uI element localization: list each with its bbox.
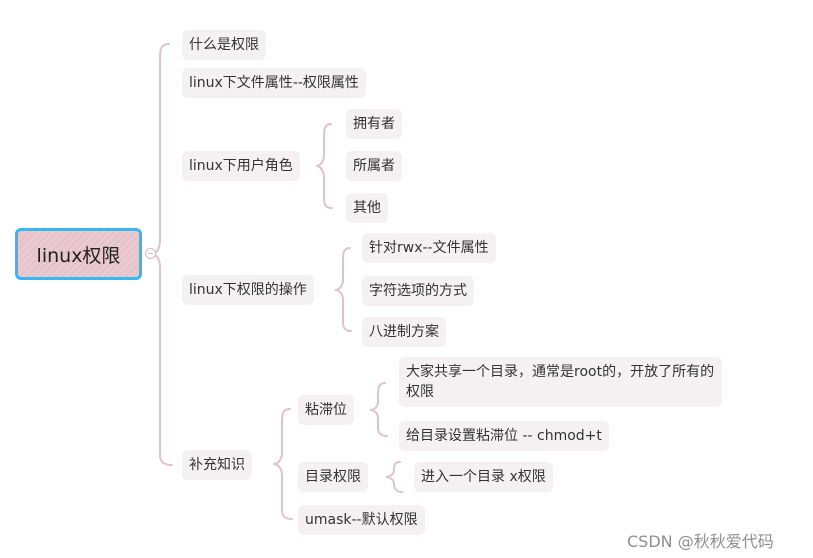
node-dir-enter-x[interactable]: 进入一个目录 x权限 <box>414 462 553 492</box>
node-label: 所属者 <box>353 158 395 174</box>
node-label: 目录权限 <box>305 469 361 485</box>
node-sticky-bit[interactable]: 粘滞位 <box>298 395 354 425</box>
node-label: umask--默认权限 <box>305 512 418 528</box>
node-role-owner[interactable]: 拥有者 <box>346 109 402 139</box>
node-sticky-desc[interactable]: 大家共享一个目录，通常是root的，开放了所有的权限 <box>399 357 722 407</box>
node-label: 针对rwx--文件属性 <box>369 240 489 256</box>
node-op-symbolic[interactable]: 字符选项的方式 <box>362 276 474 306</box>
node-role-other[interactable]: 其他 <box>346 193 388 223</box>
node-op-rwx[interactable]: 针对rwx--文件属性 <box>362 233 496 263</box>
node-file-attributes[interactable]: linux下文件属性--权限属性 <box>182 68 366 98</box>
node-label: 拥有者 <box>353 116 395 132</box>
node-label: 进入一个目录 x权限 <box>421 469 546 485</box>
node-extra-knowledge[interactable]: 补充知识 <box>182 450 252 480</box>
collapse-toggle-icon[interactable] <box>145 248 156 259</box>
bracket-ops <box>334 247 352 332</box>
node-label: 粘滞位 <box>305 402 347 418</box>
node-label: 大家共享一个目录，通常是root的，开放了所有的权限 <box>406 364 715 400</box>
node-label: 其他 <box>353 200 381 216</box>
node-umask[interactable]: umask--默认权限 <box>298 505 425 535</box>
node-what-is-permission[interactable]: 什么是权限 <box>182 30 266 60</box>
root-hatch <box>18 231 139 277</box>
node-label: 什么是权限 <box>189 37 259 53</box>
node-label: 给目录设置粘滞位 -- chmod+t <box>406 428 602 444</box>
bracket-extra <box>272 408 293 520</box>
node-permission-ops[interactable]: linux下权限的操作 <box>182 275 314 305</box>
node-label: linux下文件属性--权限属性 <box>189 75 359 91</box>
root-node[interactable]: linux权限 <box>15 228 142 280</box>
node-sticky-chmod[interactable]: 给目录设置粘滞位 -- chmod+t <box>399 421 609 451</box>
watermark: CSDN @秋秋爱代码 <box>627 532 774 551</box>
node-label: 字符选项的方式 <box>369 283 467 299</box>
node-label: linux下用户角色 <box>189 158 293 174</box>
node-role-group[interactable]: 所属者 <box>346 151 402 181</box>
bracket-roles <box>315 123 333 209</box>
node-label: linux下权限的操作 <box>189 282 307 298</box>
bracket-sticky <box>369 382 388 437</box>
node-op-octal[interactable]: 八进制方案 <box>362 317 446 347</box>
node-dir-permission[interactable]: 目录权限 <box>298 462 368 492</box>
node-user-roles[interactable]: linux下用户角色 <box>182 151 300 181</box>
node-label: 补充知识 <box>189 457 245 473</box>
node-label: 八进制方案 <box>369 324 439 340</box>
root-label: linux权限 <box>36 244 121 267</box>
bracket-dirperm <box>385 461 403 493</box>
